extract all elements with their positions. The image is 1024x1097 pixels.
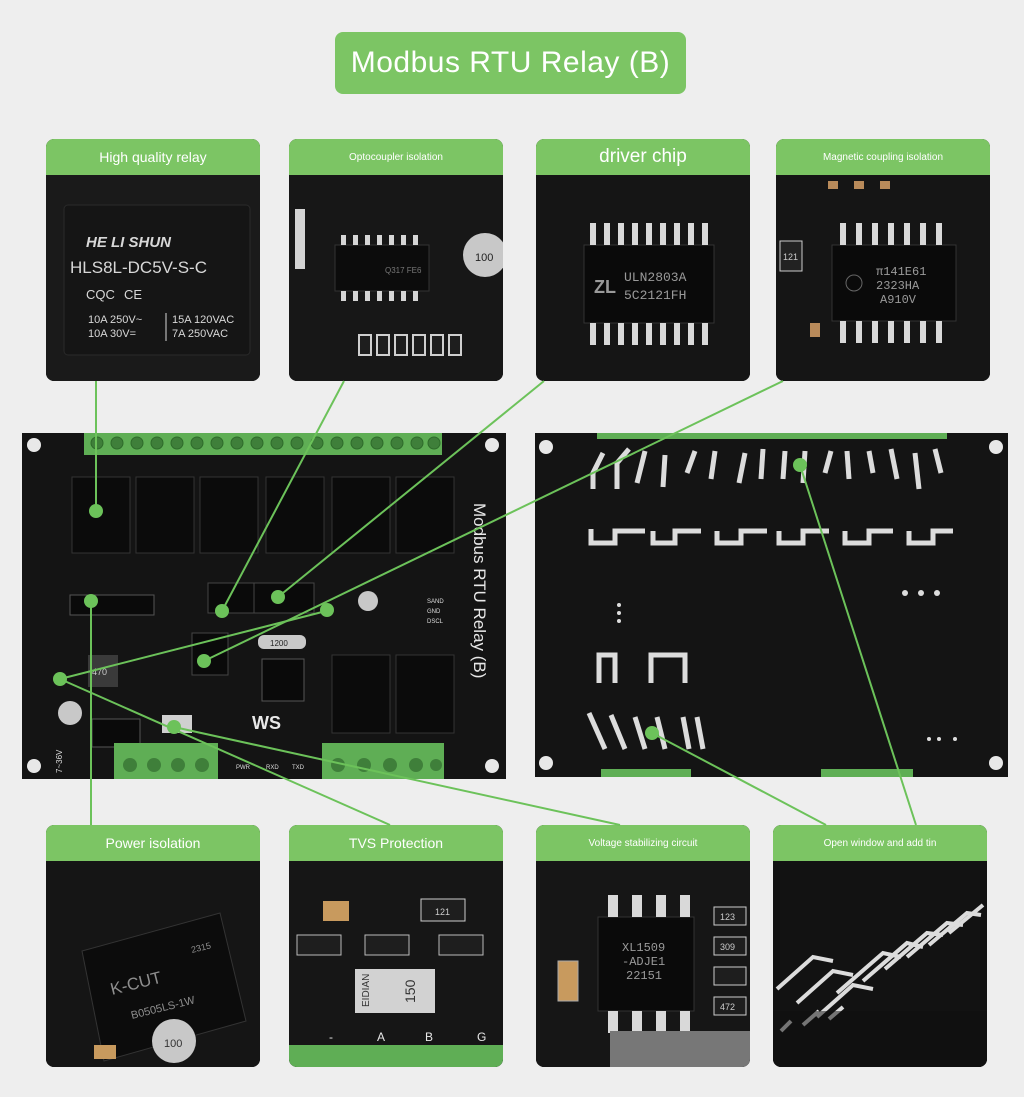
regulator-line-1: XL1509	[622, 941, 665, 955]
power-code: 2315	[190, 940, 212, 955]
main-board-bottom	[535, 433, 1008, 777]
regulator-resistor-3: 472	[720, 1002, 735, 1012]
magnetic-isolator-closeup-image: π141E61 2323HA A910V 121	[776, 175, 990, 381]
relay-model: HLS8L-DC5V-S-C	[70, 258, 207, 277]
regulator-closeup-image: XL1509 -ADJE1 22151 123 309 472	[536, 861, 750, 1067]
regulator-resistor-1: 123	[720, 912, 735, 922]
driver-chip-closeup-image: ZL ULN2803A 5C2121FH	[536, 175, 750, 381]
tvs-closeup-image: 121 EIDIAN 150 - A B G	[289, 861, 503, 1067]
regulator-resistor-2: 309	[720, 942, 735, 952]
driver-marking-2: 5C2121FH	[624, 288, 686, 303]
card-voltage-stabilizing-circuit: Voltage stabilizing circuit XL1509 -ADJE…	[536, 825, 750, 1067]
opto-cap-value: 100	[475, 252, 493, 264]
card-label: driver chip	[536, 139, 750, 175]
card-label: Optocoupler isolation	[289, 139, 503, 175]
card-label: Voltage stabilizing circuit	[536, 825, 750, 861]
page-title: Modbus RTU Relay (B)	[335, 32, 686, 94]
card-power-isolation: Power isolation K-CUT B0505LS-1W 2315 10…	[46, 825, 260, 1067]
card-open-window-add-tin: Open window and add tin	[773, 825, 987, 1067]
tvs-fuse: 150	[402, 979, 418, 1003]
card-magnetic-coupling-isolation: Magnetic coupling isolation π141E61 2323…	[776, 139, 990, 381]
relay-closeup-image: HE LI SHUN HLS8L-DC5V-S-C CQC CE 10A 250…	[46, 175, 260, 381]
mag-line-2: 2323HA	[876, 279, 920, 293]
card-label: High quality relay	[46, 139, 260, 175]
relay-2	[135, 476, 195, 554]
board-silkscreen-title: Modbus RTU Relay (B)	[470, 503, 489, 678]
pin-label-1: SAND	[427, 599, 444, 605]
regulator-line-2: -ADJE1	[622, 955, 665, 969]
relay-3	[199, 476, 259, 554]
tvs-resistor: 121	[435, 907, 450, 917]
main-board-top: Modbus RTU Relay (B) 1200 SAND GND DSCL …	[22, 433, 506, 779]
relay-1	[71, 476, 131, 554]
power-cap: 100	[164, 1038, 182, 1050]
relay-rating-right-1: 15A 120VAC	[172, 314, 234, 326]
board-voltage-label: 7~36V	[55, 749, 64, 773]
relay-4	[265, 476, 325, 554]
relay-cert-cqc: CQC	[86, 287, 115, 302]
regulator-line-3: 22151	[626, 969, 662, 983]
relay-8	[395, 654, 455, 734]
pin-label-3: DSCL	[427, 619, 444, 625]
relay-rating-left-2: 10A 30V=	[88, 328, 136, 340]
led-label-txd: TXD	[292, 765, 305, 771]
relay-rating-left-1: 10A 250V~	[88, 314, 142, 326]
mag-resistor: 121	[783, 252, 798, 262]
led-label-rxd: RXD	[266, 765, 279, 771]
optocoupler-closeup-image: Q317 FE6 100	[289, 175, 503, 381]
terminal-label-minus: -	[329, 1030, 333, 1044]
card-driver-chip: driver chip ZL ULN2803A 5C2121FH	[536, 139, 750, 381]
terminal-label-b: B	[425, 1030, 433, 1044]
card-optocoupler-isolation: Optocoupler isolation Q317 FE6 100	[289, 139, 503, 381]
mag-line-3: A910V	[880, 293, 917, 307]
board-crystal: 1200	[270, 639, 288, 648]
mag-line-1: π141E61	[876, 265, 926, 279]
relay-7	[331, 654, 391, 734]
opto-marking: Q317 FE6	[385, 266, 422, 275]
board-inductor: 470	[92, 667, 107, 677]
card-label: Power isolation	[46, 825, 260, 861]
relay-rating-right-2: 7A 250VAC	[172, 328, 228, 340]
relay-brand: HE LI SHUN	[86, 234, 172, 251]
card-label: Open window and add tin	[773, 825, 987, 861]
pin-label-2: GND	[427, 609, 441, 615]
driver-marking-1: ULN2803A	[624, 270, 687, 285]
relay-5	[331, 476, 391, 554]
card-tvs-protection: TVS Protection 121 EIDIAN 150 - A B G	[289, 825, 503, 1067]
card-label: TVS Protection	[289, 825, 503, 861]
relay-6	[395, 476, 455, 554]
relay-cert-ce: CE	[124, 287, 142, 302]
terminal-label-g: G	[477, 1030, 486, 1044]
led-label-pwr: PWR	[236, 765, 251, 771]
card-label: Magnetic coupling isolation	[776, 139, 990, 175]
card-high-quality-relay: High quality relay HE LI SHUN HLS8L-DC5V…	[46, 139, 260, 381]
driver-logo: ZL	[594, 277, 616, 297]
tinned-traces-closeup-image	[773, 861, 987, 1067]
tvs-fuse-brand: EIDIAN	[361, 974, 372, 1007]
board-logo: WS	[252, 713, 281, 733]
terminal-label-a: A	[377, 1030, 385, 1044]
power-isolation-closeup-image: K-CUT B0505LS-1W 2315 100	[46, 861, 260, 1067]
